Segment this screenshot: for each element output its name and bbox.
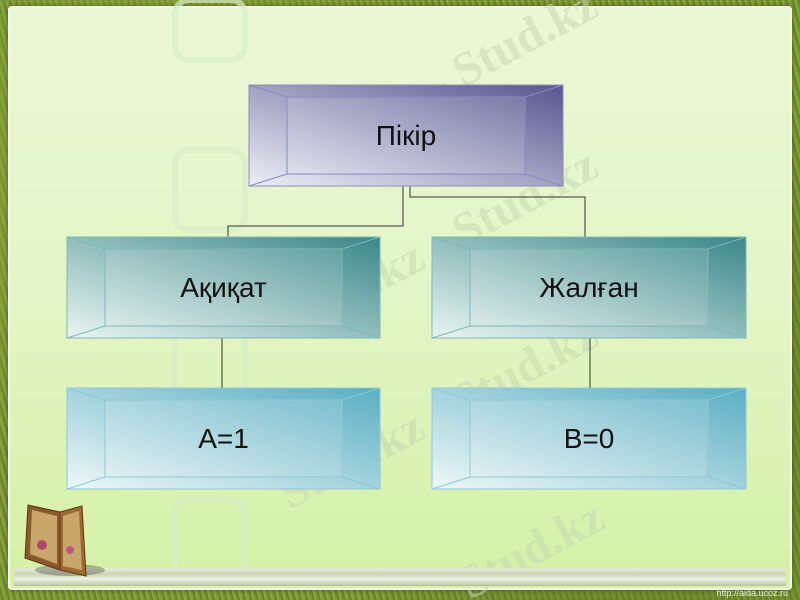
node-root: Пікір <box>375 119 437 151</box>
false-box <box>431 236 747 339</box>
connectors <box>221 186 591 388</box>
b-box <box>431 387 747 490</box>
node-false: Жалған <box>539 271 639 303</box>
node-a-value: A=1 <box>198 422 249 454</box>
source-url: http://aida.ucoz.ru <box>716 588 788 598</box>
a-box <box>66 387 381 490</box>
node-b-value: B=0 <box>563 422 615 454</box>
footer-bar <box>14 568 786 586</box>
node-true: Ақиқат <box>180 271 267 303</box>
true-box <box>66 236 381 339</box>
root-box <box>248 84 564 187</box>
book-icon <box>24 504 105 577</box>
